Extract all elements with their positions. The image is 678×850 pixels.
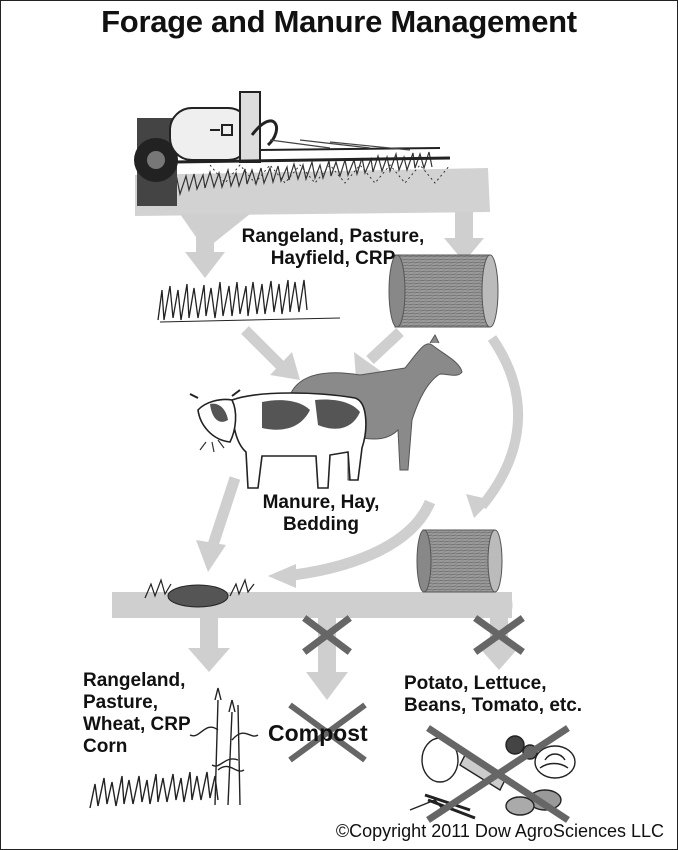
arrow-grass-animals [245, 330, 285, 370]
label-line: Rangeland, [83, 670, 243, 692]
label-line: Manure, Hay, [246, 492, 396, 514]
arrow-bale-animals [370, 332, 400, 360]
label-line: Bedding [246, 514, 396, 536]
arrow-middle-band-head [268, 564, 296, 588]
arrow-down-mid-shaft [318, 616, 336, 674]
label-rangeland-top: Rangeland, Pasture, Hayfield, CRP [218, 226, 448, 270]
label-line: Wheat, CRP [83, 714, 243, 736]
arrow-down-mid-head [306, 672, 348, 700]
label-rangeland-bottom: Rangeland, Pasture, Wheat, CRP Corn [83, 670, 243, 758]
label-manure: Manure, Hay, Bedding [246, 492, 396, 536]
label-line: Pasture, [83, 692, 243, 714]
label-line: Corn [83, 736, 243, 758]
label-line: Potato, Lettuce, [404, 673, 644, 695]
hay-bale-icon-2 [417, 530, 502, 592]
arrow-down-left-shaft [200, 616, 218, 650]
label-line: Beans, Tomato, etc. [404, 695, 644, 717]
arrow-animals-manure [212, 478, 235, 548]
grass-icon [158, 280, 340, 322]
arrow-animals-manure-head [196, 540, 226, 572]
arrow-top-left-shaft [196, 214, 214, 254]
copyright-text: ©Copyright 2011 Dow AgroSciences LLC [336, 821, 664, 842]
label-line: Rangeland, Pasture, [218, 226, 448, 248]
label-vegetables: Potato, Lettuce, Beans, Tomato, etc. [404, 673, 644, 717]
arrow-bale-bale [482, 338, 518, 506]
cow-icon [190, 390, 366, 488]
arrow-down-left-head [188, 648, 230, 672]
label-compost: Compost [268, 722, 368, 744]
label-line: Hayfield, CRP [218, 248, 448, 270]
arrow-top-right-shaft [455, 212, 473, 240]
